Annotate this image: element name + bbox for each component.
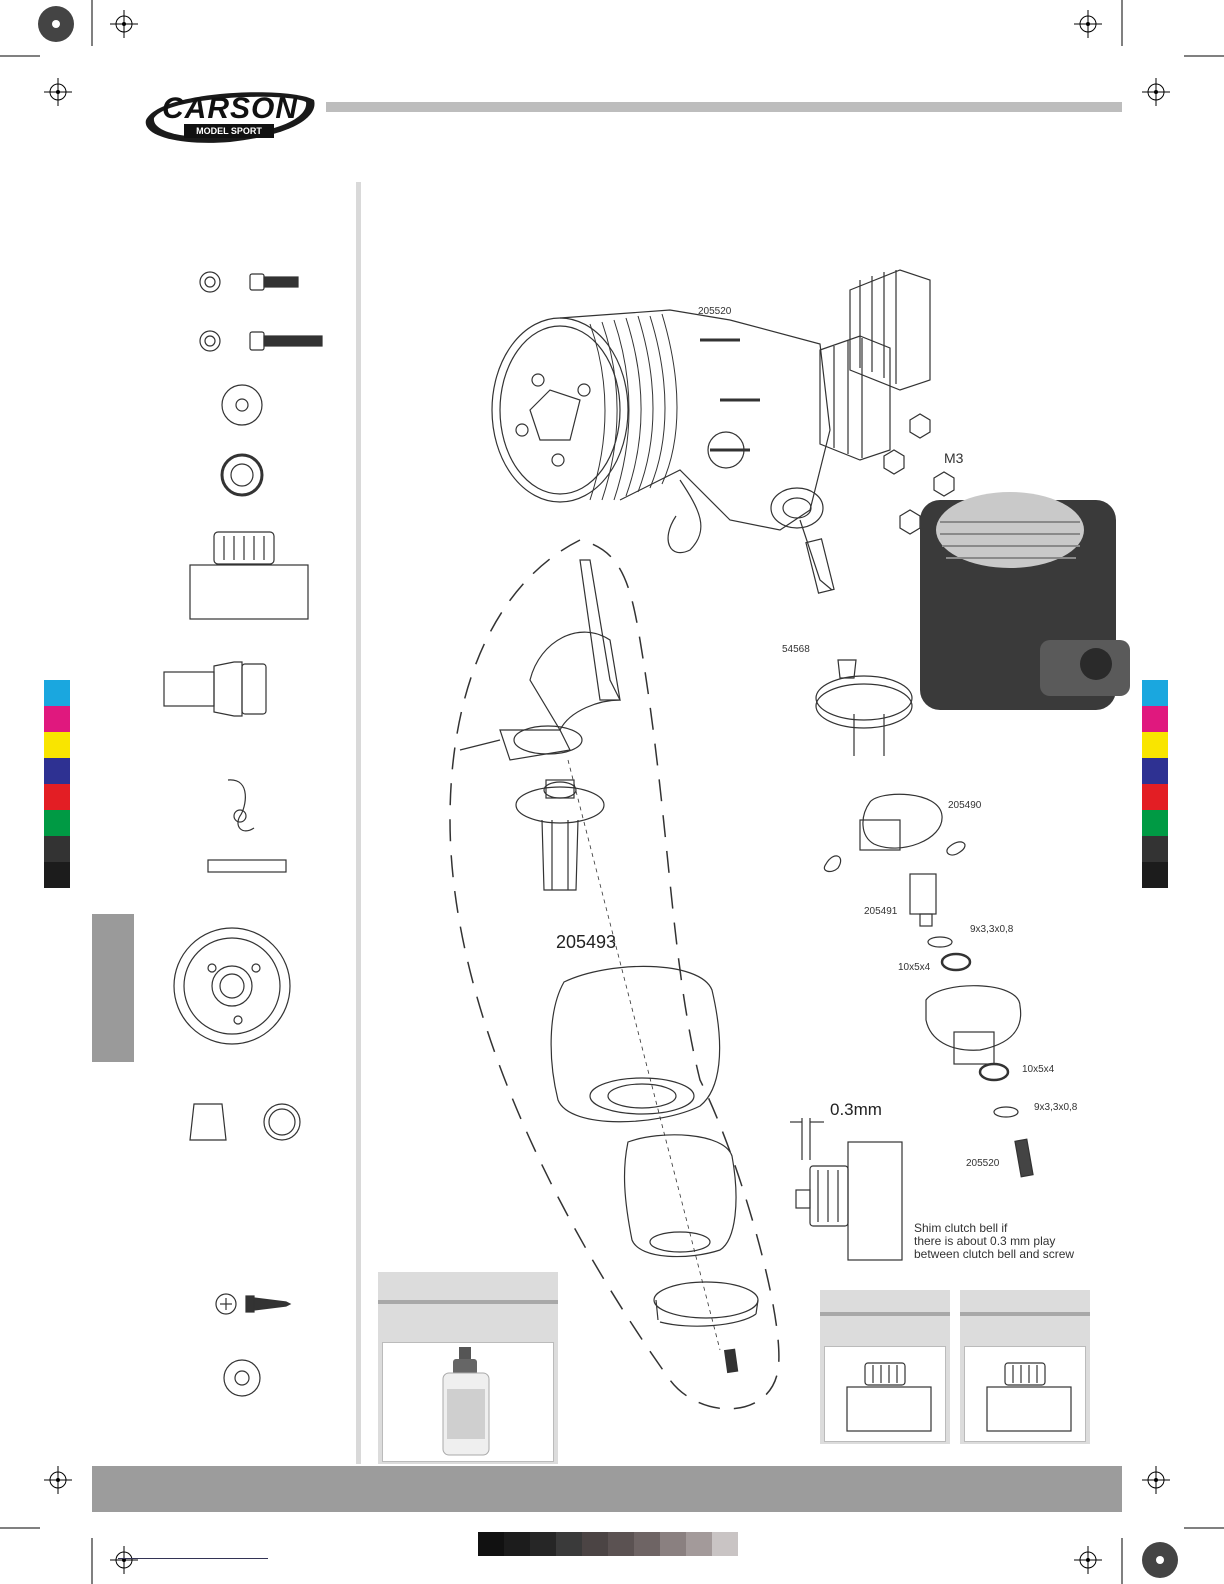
part-number-label: 54568 xyxy=(782,644,810,655)
engine-block-icon xyxy=(492,310,834,593)
clutch-bell-panel xyxy=(960,1290,1090,1444)
foam-filter-icon xyxy=(551,966,758,1326)
bearing-size-label: 10x5x4 xyxy=(1022,1064,1054,1075)
screw-icon xyxy=(250,332,322,350)
parts-list xyxy=(150,260,340,1410)
flywheel-icon xyxy=(174,928,290,1044)
color-swatch xyxy=(44,706,70,732)
shim-note: Shim clutch bell if there is about 0.3 m… xyxy=(914,1222,1074,1261)
gap-label: 0.3mm xyxy=(830,1100,882,1120)
header-bar xyxy=(326,102,1122,112)
clutch-bell-icon xyxy=(190,532,308,619)
side-tab xyxy=(92,914,134,1062)
gray-swatch xyxy=(712,1532,738,1556)
panel-content xyxy=(824,1346,946,1442)
gray-swatch xyxy=(530,1532,556,1556)
color-swatch xyxy=(44,836,70,862)
color-swatch xyxy=(1142,758,1168,784)
gap-illustration xyxy=(790,1118,902,1260)
gray-swatch xyxy=(582,1532,608,1556)
color-bar-left xyxy=(44,680,70,888)
gray-swatch xyxy=(686,1532,712,1556)
gray-swatch xyxy=(478,1532,504,1556)
color-swatch xyxy=(1142,784,1168,810)
color-swatch xyxy=(1142,862,1168,888)
washer-icon xyxy=(928,937,952,947)
logo-subtext: MODEL SPORT xyxy=(184,124,274,138)
color-swatch xyxy=(44,784,70,810)
color-swatch xyxy=(44,810,70,836)
part-number-label: 205491 xyxy=(864,906,897,917)
color-swatch xyxy=(44,758,70,784)
nut-size-label: M3 xyxy=(944,450,963,466)
oil-bottle-icon xyxy=(383,1343,553,1461)
underline-rule xyxy=(118,1558,268,1559)
washer-icon xyxy=(200,331,220,351)
gray-swatch xyxy=(504,1532,530,1556)
part-number-label: 205490 xyxy=(948,800,981,811)
screw-icon xyxy=(1015,1139,1033,1177)
panel-rule xyxy=(378,1300,558,1304)
washer-icon xyxy=(200,272,220,292)
engine-photo xyxy=(920,492,1130,710)
color-swatch xyxy=(1142,836,1168,862)
clutch-bell-icon xyxy=(926,986,1021,1064)
panel-rule xyxy=(820,1312,950,1316)
clutch-bell-panel xyxy=(820,1290,950,1444)
panel-content xyxy=(964,1346,1086,1442)
gray-swatch xyxy=(556,1532,582,1556)
footer-bar xyxy=(92,1466,1122,1512)
tapping-screw-icon xyxy=(216,1294,290,1314)
screw-icon xyxy=(725,1349,738,1372)
clutch-bell-icon xyxy=(965,1347,1085,1441)
bearing-icon xyxy=(942,954,970,970)
heatsink-icon xyxy=(820,270,930,460)
washer-icon xyxy=(994,1107,1018,1117)
bearing-icon xyxy=(222,455,262,495)
color-swatch xyxy=(1142,680,1168,706)
gray-swatch xyxy=(660,1532,686,1556)
bearing-size-label: 10x5x4 xyxy=(898,962,930,973)
carson-logo: CARSON MODEL SPORT xyxy=(140,84,318,148)
washer-size-label: 9x3,3x0,8 xyxy=(970,924,1013,935)
color-swatch xyxy=(1142,810,1168,836)
color-swatch xyxy=(1142,732,1168,758)
clutch-spring-icon xyxy=(228,780,254,831)
collet-icon xyxy=(190,1104,226,1140)
panel-rule xyxy=(960,1312,1090,1316)
clutch-nut-icon xyxy=(910,874,936,926)
logo-text: CARSON xyxy=(150,92,310,126)
bearing-icon xyxy=(980,1064,1008,1080)
filter-adapter-icon xyxy=(516,780,604,890)
clutch-nut-icon xyxy=(164,662,266,716)
clutch-shoes-icon xyxy=(824,794,965,871)
color-swatch xyxy=(44,862,70,888)
pin-icon xyxy=(208,860,286,872)
screw-icon xyxy=(250,274,298,290)
flywheel-icon xyxy=(816,660,912,756)
air-filter-elbow-icon xyxy=(460,560,620,760)
part-number-label: 205520 xyxy=(698,306,731,317)
grayscale-bar xyxy=(478,1532,738,1556)
part-number-label: 205520 xyxy=(966,1158,999,1169)
group-number-label: 205493 xyxy=(556,932,616,953)
color-swatch xyxy=(44,680,70,706)
flat-washer-icon xyxy=(224,1360,260,1396)
product-panel xyxy=(378,1272,558,1464)
color-swatch xyxy=(1142,706,1168,732)
washer-size-label: 9x3,3x0,8 xyxy=(1034,1102,1077,1113)
color-bar-right xyxy=(1142,680,1168,888)
flat-washer-icon xyxy=(222,385,262,425)
panel-content xyxy=(382,1342,554,1462)
column-divider xyxy=(356,182,361,1464)
ring-icon xyxy=(264,1104,300,1140)
clutch-bell-icon xyxy=(825,1347,945,1441)
gray-swatch xyxy=(608,1532,634,1556)
gray-swatch xyxy=(634,1532,660,1556)
color-swatch xyxy=(44,732,70,758)
